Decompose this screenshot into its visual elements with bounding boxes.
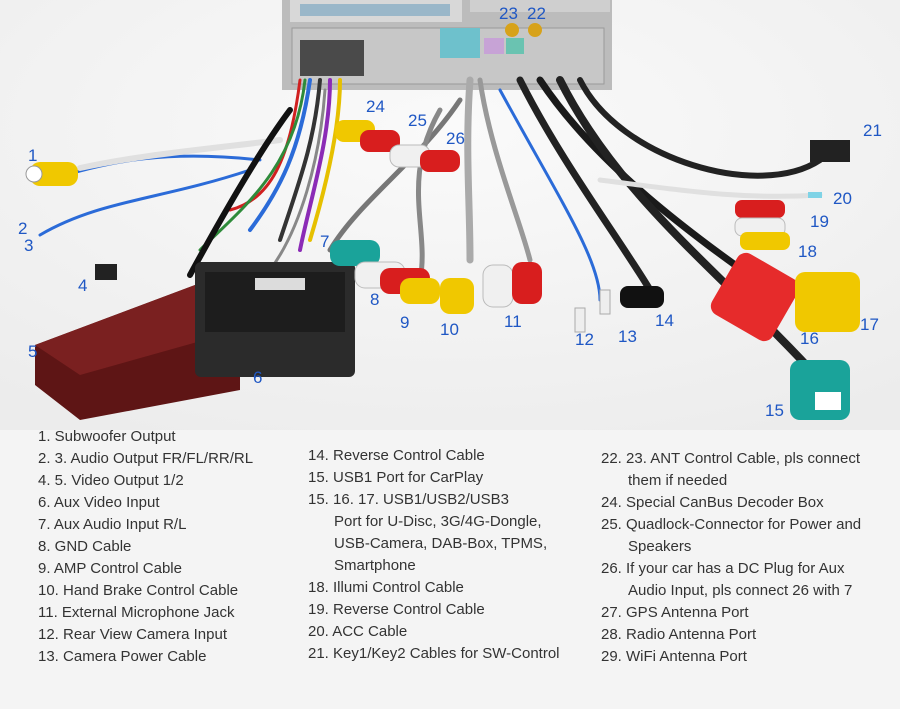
legend-item: 28. Radio Antenna Port	[601, 626, 757, 643]
legend-item: 6. Aux Video Input	[38, 494, 160, 511]
callout-12: 12	[575, 330, 594, 349]
callout-26: 26	[446, 129, 465, 148]
legend-item: 24. Special CanBus Decoder Box	[601, 494, 824, 511]
callout-2: 2	[18, 219, 28, 238]
callout-3: 3	[24, 236, 34, 255]
legend-item-continued: Audio Input, pls connect 26 with 7	[628, 582, 853, 599]
callout-25: 25	[408, 111, 427, 130]
callout-18: 18	[798, 242, 817, 261]
callout-7: 7	[320, 232, 330, 251]
callout-22: 22	[527, 4, 546, 23]
callout-4: 4	[78, 276, 88, 295]
legend-item: 18. Illumi Control Cable	[308, 579, 464, 596]
legend-item-continued: USB-Camera, DAB-Box, TPMS,	[334, 535, 548, 552]
head-unit	[282, 0, 612, 90]
legend-item-continued: Smartphone	[334, 557, 416, 574]
legend-item: 8. GND Cable	[38, 538, 132, 555]
legend-item: 27. GPS Antenna Port	[601, 604, 749, 621]
callout-13: 13	[618, 327, 637, 346]
callout-5: 5	[28, 342, 38, 361]
callout-6: 6	[253, 368, 263, 387]
quadlock-connector	[195, 262, 355, 377]
legend-item: 20. ACC Cable	[308, 623, 408, 640]
video-output-plug	[95, 264, 117, 280]
legend-item: 26. If your car has a DC Plug for Aux	[601, 560, 845, 577]
legend-item: 7. Aux Audio Input R/L	[38, 516, 187, 533]
legend-column-1: 1. Subwoofer Output 2. 3. Audio Output F…	[38, 426, 253, 668]
legend-column-3: 22. 23. ANT Control Cable, pls connect t…	[601, 448, 861, 668]
callout-21: 21	[863, 121, 882, 140]
legend-item: 12. Rear View Camera Input	[38, 626, 227, 643]
legend-item: 11. External Microphone Jack	[38, 604, 235, 621]
legend-item: 19. Reverse Control Cable	[308, 601, 485, 618]
legend-item-continued: Speakers	[628, 538, 692, 555]
legend-item: 25. Quadlock-Connector for Power and	[601, 516, 862, 533]
legend-item: 29. WiFi Antenna Port	[601, 648, 747, 665]
callout-10: 10	[440, 320, 459, 339]
legend-item-continued: Port for U-Disc, 3G/4G-Dongle,	[334, 513, 542, 530]
callout-14: 14	[655, 311, 674, 330]
legend-column-2: 14. Reverse Control Cable 15. USB1 Port …	[308, 445, 560, 665]
callout-8: 8	[370, 290, 380, 309]
legend-item: 9. AMP Control Cable	[38, 560, 182, 577]
legend-item: 1. Subwoofer Output	[38, 428, 176, 445]
legend-item: 2. 3. Audio Output FR/FL/RR/RL	[38, 450, 254, 467]
rca-yellow-subwoofer	[25, 162, 78, 186]
callout-9: 9	[400, 313, 410, 332]
legend-item: 4. 5. Video Output 1/2	[38, 472, 184, 489]
cable-bundle	[38, 76, 824, 384]
callout-11: 11	[504, 312, 522, 331]
legend-item: 14. Reverse Control Cable	[308, 447, 485, 464]
callout-16: 16	[800, 329, 819, 348]
callout-20: 20	[833, 189, 852, 208]
legend-item: 21. Key1/Key2 Cables for SW-Control	[308, 645, 560, 662]
usb-connectors	[710, 140, 860, 420]
wiring-harness-photo	[0, 0, 900, 430]
rca-connectors	[330, 120, 664, 333]
legend-item: 10. Hand Brake Control Cable	[38, 582, 239, 599]
callout-23: 23	[499, 4, 518, 23]
callout-1: 1	[28, 146, 38, 165]
callout-24: 24	[366, 97, 385, 116]
canbus-decoder-box	[35, 285, 240, 420]
legend-item: 15. USB1 Port for CarPlay	[308, 469, 484, 486]
legend-item: 15. 16. 17. USB1/USB2/USB3	[308, 491, 509, 508]
callout-17: 17	[860, 315, 879, 334]
legend-item-continued: them if needed	[628, 472, 728, 489]
callout-19: 19	[810, 212, 829, 231]
legend-item: 22. 23. ANT Control Cable, pls connect	[601, 450, 861, 467]
legend-item: 13. Camera Power Cable	[38, 648, 207, 665]
callout-15: 15	[765, 401, 784, 420]
